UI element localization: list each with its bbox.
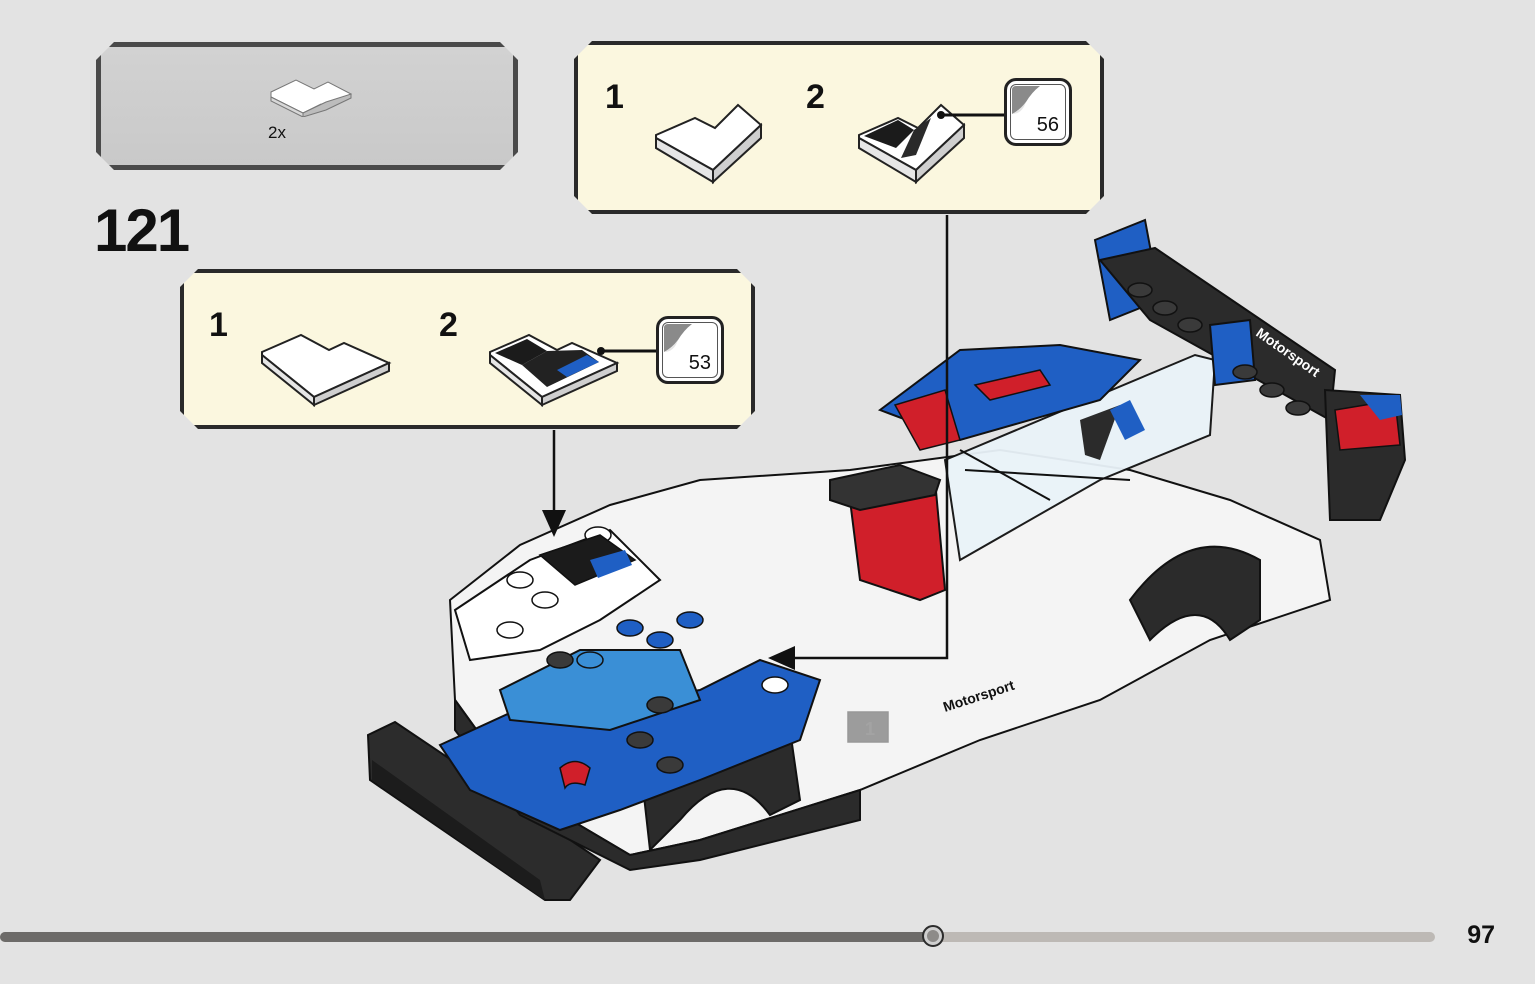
stickered-tile-icon — [487, 325, 622, 407]
tile-corner-icon — [266, 72, 356, 117]
step-number: 121 — [94, 197, 190, 264]
rear-wheel-arch — [1128, 545, 1261, 642]
sticker-pointer — [936, 105, 1006, 125]
sticker-number: 56 — [1036, 114, 1059, 136]
sticker-peel-icon — [1012, 86, 1044, 118]
model-illustration: Motorsport Motorsport 1 — [366, 215, 1407, 901]
substep-number: 1 — [209, 306, 228, 344]
substep-number: 2 — [439, 306, 458, 344]
substep-number: 1 — [605, 78, 624, 116]
tile-corner-icon — [653, 100, 768, 190]
arrow-head — [542, 510, 566, 537]
sticker-number: 53 — [688, 352, 711, 374]
stickered-tile-icon — [856, 100, 971, 190]
sticker-icon: 56 — [1004, 78, 1072, 146]
progress-fill — [0, 932, 933, 942]
sticker-pointer — [596, 341, 658, 361]
page-number: 97 — [1467, 921, 1495, 949]
part-quantity: 2x — [268, 123, 286, 142]
arrow-head — [768, 646, 795, 670]
car-number: 1 — [865, 719, 875, 739]
windscreen — [943, 353, 1217, 562]
subassembly-callout-left: 1 2 53 — [180, 269, 755, 429]
sticker-peel-icon — [664, 324, 696, 356]
substep-number: 2 — [806, 78, 825, 116]
arrow-icon — [790, 215, 949, 660]
sticker-icon: 53 — [656, 316, 724, 384]
front-splitter — [366, 720, 602, 901]
subassembly-callout-top: 1 2 56 — [574, 41, 1104, 214]
parts-list-box: 2x — [96, 42, 518, 170]
tile-corner-icon — [259, 325, 394, 407]
progress-knob[interactable] — [922, 925, 944, 947]
